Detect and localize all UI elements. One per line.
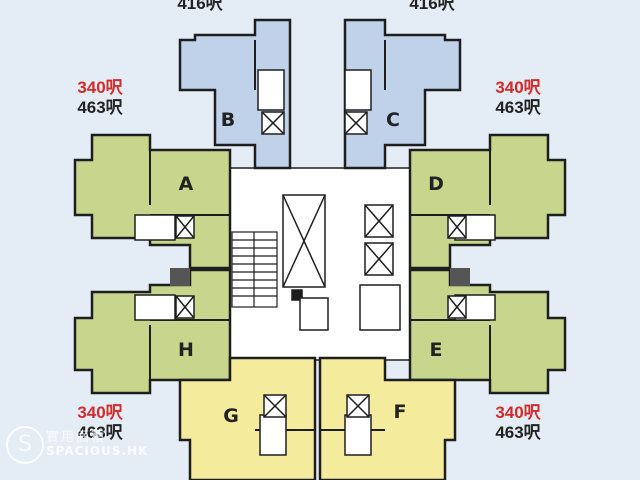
unit-label-d: D	[428, 173, 444, 195]
watermark: S 實用面積 SPACIOUS.HK	[6, 424, 156, 472]
watermark-en: SPACIOUS.HK	[46, 444, 149, 458]
area-label-lower-right: 340呎 463呎	[478, 403, 558, 443]
area-saleable: 340呎	[495, 403, 541, 422]
unit-label-e: E	[430, 339, 443, 361]
area-gross: 416呎	[409, 0, 455, 13]
area-gross: 463呎	[495, 98, 541, 117]
staircase	[231, 231, 278, 308]
unit-c-floor	[343, 18, 462, 170]
unit-label-h: H	[178, 339, 194, 361]
area-label-upper-right: 340呎 463呎	[478, 78, 558, 118]
unit-label-b: B	[221, 109, 235, 131]
watermark-cn: 實用面積	[46, 430, 107, 445]
unit-h-floor	[73, 268, 232, 395]
area-saleable: 340呎	[77, 78, 123, 97]
unit-label-c: C	[386, 109, 400, 131]
unit-label-f: F	[394, 401, 407, 423]
area-saleable: 340呎	[77, 403, 123, 422]
area-gross: 463呎	[77, 98, 123, 117]
area-gross: 416呎	[177, 0, 223, 13]
unit-d-floor	[408, 133, 567, 270]
unit-e-floor	[408, 268, 567, 395]
area-gross: 463呎	[495, 423, 541, 442]
unit-label-g: G	[223, 405, 239, 427]
area-label-top-left: 416呎	[160, 0, 240, 14]
area-label-lower-left: 340呎 463呎	[60, 403, 140, 443]
area-label-upper-left: 340呎 463呎	[60, 78, 140, 118]
watermark-logo-icon: S	[6, 426, 44, 464]
wall-blocks	[170, 268, 470, 286]
area-saleable: 340呎	[495, 78, 541, 97]
area-gross: 463呎	[77, 423, 123, 442]
unit-a-floor	[73, 133, 232, 270]
area-label-top-right: 416呎	[392, 0, 472, 14]
main-lift-shaft	[282, 194, 326, 301]
small-lift-shafts	[299, 204, 401, 331]
unit-label-a: A	[179, 173, 194, 195]
vent-shafts	[175, 111, 467, 418]
